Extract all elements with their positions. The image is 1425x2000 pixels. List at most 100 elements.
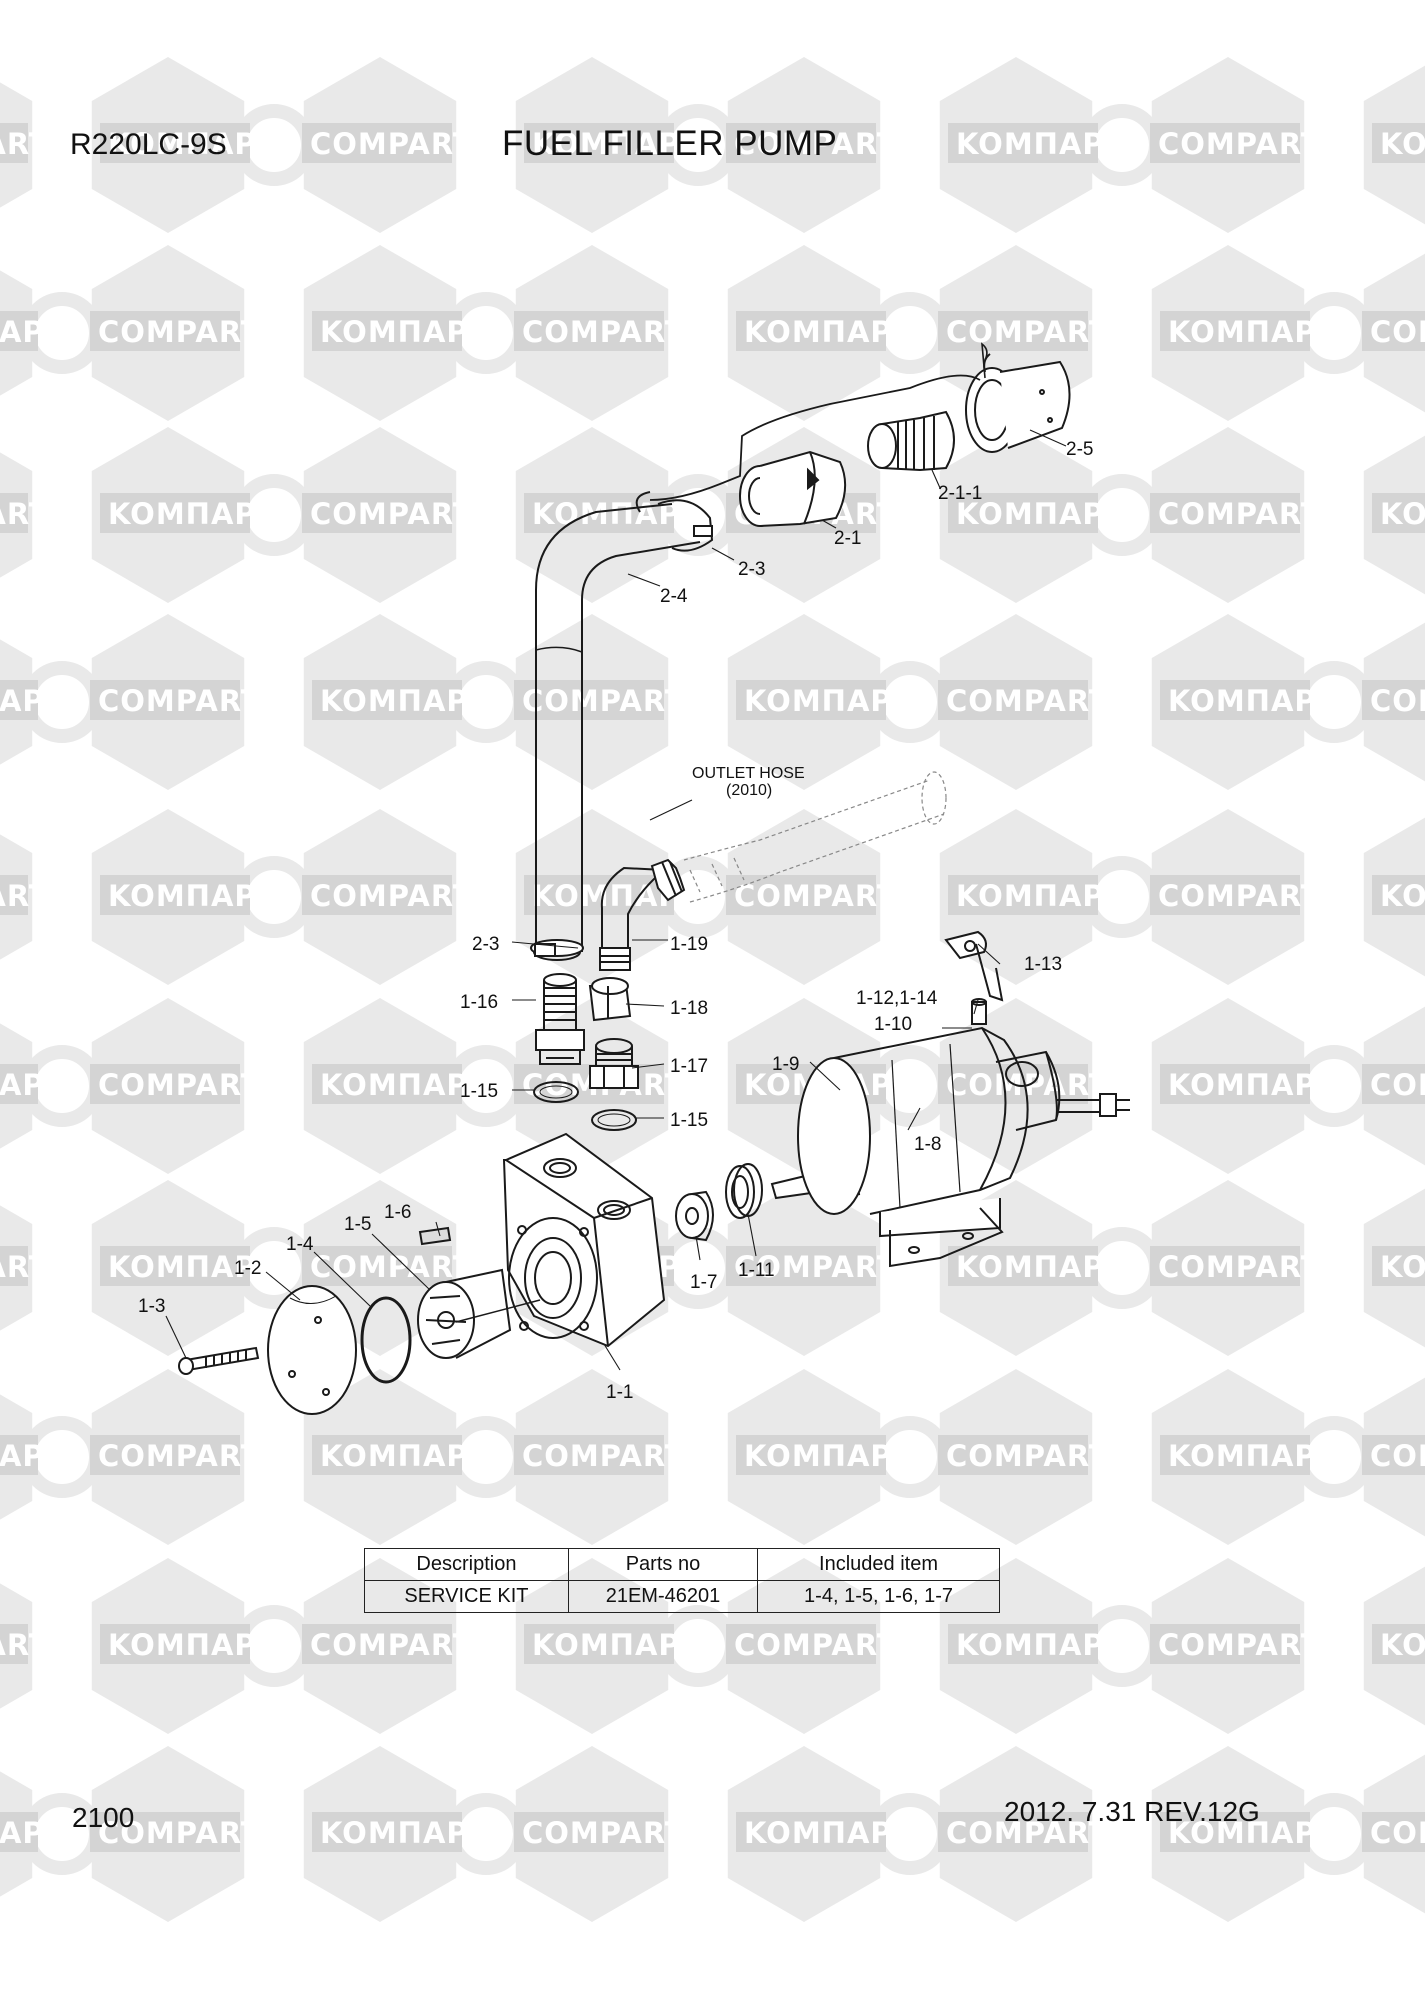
suction-strainer-2-5: [965, 353, 1071, 453]
watermark-logo: KOMПАPT COMPART: [1151, 998, 1425, 1174]
watermark-text: KOMПАPT: [1380, 1250, 1425, 1284]
nipple-1-16: [535, 973, 585, 1065]
callout-1-15-right: 1-15: [670, 1110, 708, 1131]
watermark-logo: KOMПАPT COMPART: [91, 57, 474, 233]
callout-1-17: 1-17: [670, 1056, 708, 1077]
watermark-text: COMPART: [946, 1439, 1110, 1473]
callout-1-11: 1-11: [738, 1260, 775, 1281]
callout-1-19: 1-19: [670, 934, 708, 955]
leader-lines: [165, 429, 1067, 1371]
callout-1-13: 1-13: [1024, 954, 1062, 975]
watermark-text: KOMПАPT: [744, 684, 913, 718]
revision-date: 2012. 7.31 REV.12G: [1004, 1796, 1260, 1827]
callout-1-2: 1-2: [234, 1258, 261, 1279]
watermark-text: KOMПАPT: [532, 497, 701, 531]
column-header-description: Description: [364, 1548, 569, 1581]
callout-1-18: 1-18: [670, 998, 708, 1019]
watermark-text: COMPART: [0, 1628, 50, 1662]
watermark-text: COMPART: [522, 1816, 686, 1850]
watermark-text: KOMПАPT: [744, 1816, 913, 1850]
callout-1-6: 1-6: [384, 1202, 411, 1223]
watermark-text: KOMПАPT: [956, 879, 1125, 913]
outlet-hose-label: OUTLET HOSE: [692, 765, 805, 782]
watermark-text: KOMПАPT: [320, 1439, 489, 1473]
callout-2-3-bottom: 2-3: [472, 934, 499, 955]
watermark-text: KOMПАPT: [108, 127, 277, 161]
callout-2-3-top: 2-3: [738, 559, 765, 580]
nut-1-18: [588, 977, 632, 1022]
watermark-text: KOMПАPT: [1380, 879, 1425, 913]
o-ring-1-15-right: [591, 1109, 637, 1131]
watermark-text: COMPART: [98, 1816, 262, 1850]
watermark-text: COMPART: [1370, 1439, 1425, 1473]
watermark-text: COMPART: [522, 315, 686, 349]
watermark-text: KOMПАPT: [0, 315, 65, 349]
watermark-text: COMPART: [0, 127, 50, 161]
watermark-text: KOMПАPT: [1380, 1628, 1425, 1662]
watermark-text: COMPART: [310, 879, 474, 913]
callout-1-4: 1-4: [286, 1234, 314, 1255]
callout-1-16: 1-16: [460, 992, 498, 1013]
check-valve-2-1: [739, 450, 847, 527]
watermark-text: KOMПАPT: [1380, 497, 1425, 531]
bracket-1-13: [944, 930, 1004, 1002]
watermark-text: KOMПАPT: [320, 1816, 489, 1850]
watermark-text: COMPART: [310, 127, 474, 161]
table-row: SERVICE KIT 21EM-46201 1-4, 1-5, 1-6, 1-…: [364, 1580, 1000, 1613]
watermark-text: COMPART: [946, 684, 1110, 718]
watermark-text: KOMПАPT: [0, 1068, 65, 1102]
callout-2-4: 2-4: [660, 586, 688, 607]
page-title: FUEL FILLER PUMP: [502, 124, 838, 163]
watermark-text: KOMПАPT: [1168, 1068, 1337, 1102]
cover-1-2: [267, 1285, 357, 1415]
impeller-1-5: [417, 1268, 541, 1359]
o-ring-1-4: [360, 1296, 412, 1384]
watermark-text: COMPART: [310, 1628, 474, 1662]
watermark-text: KOMПАPT: [956, 127, 1125, 161]
strainer-2-1-1: [867, 410, 955, 472]
watermark-text: COMPART: [0, 879, 50, 913]
callout-2-1: 2-1: [834, 528, 861, 549]
callouts: 2-5 2-1-1 2-1 2-3 2-4 2-3 1-19 1-18 1-16…: [138, 439, 1093, 1403]
watermark-logo: KOMПАPT COMPART: [91, 1558, 474, 1734]
watermark-text: KOMПАPT: [744, 315, 913, 349]
watermark-text: COMPART: [1158, 879, 1322, 913]
screw-1-3: [178, 1346, 260, 1375]
callout-1-7: 1-7: [690, 1272, 717, 1293]
column-header-parts-no: Parts no: [567, 1548, 759, 1581]
outlet-hose-ghost: [683, 771, 947, 903]
watermark-text: KOMПАPT: [108, 1250, 277, 1284]
watermark-text: COMPART: [1370, 1068, 1425, 1102]
watermark-text: KOMПАPT: [532, 1628, 701, 1662]
cell-included-item: 1-4, 1-5, 1-6, 1-7: [757, 1580, 1000, 1613]
callout-1-8: 1-8: [914, 1134, 941, 1155]
watermark-text: KOMПАPT: [956, 1250, 1125, 1284]
watermark-text: COMPART: [0, 1250, 50, 1284]
watermark-text: COMPART: [1158, 497, 1322, 531]
model-number: R220LC-9S: [70, 128, 227, 161]
watermark-text: KOMПАPT: [108, 1628, 277, 1662]
watermark-text: COMPART: [310, 1250, 474, 1284]
adapter-1-17: [589, 1038, 639, 1089]
cell-parts-no: 21EM-46201: [567, 1580, 759, 1613]
watermark-text: COMPART: [1158, 1628, 1322, 1662]
callout-1-12-1-14: 1-12,1-14: [856, 988, 938, 1009]
